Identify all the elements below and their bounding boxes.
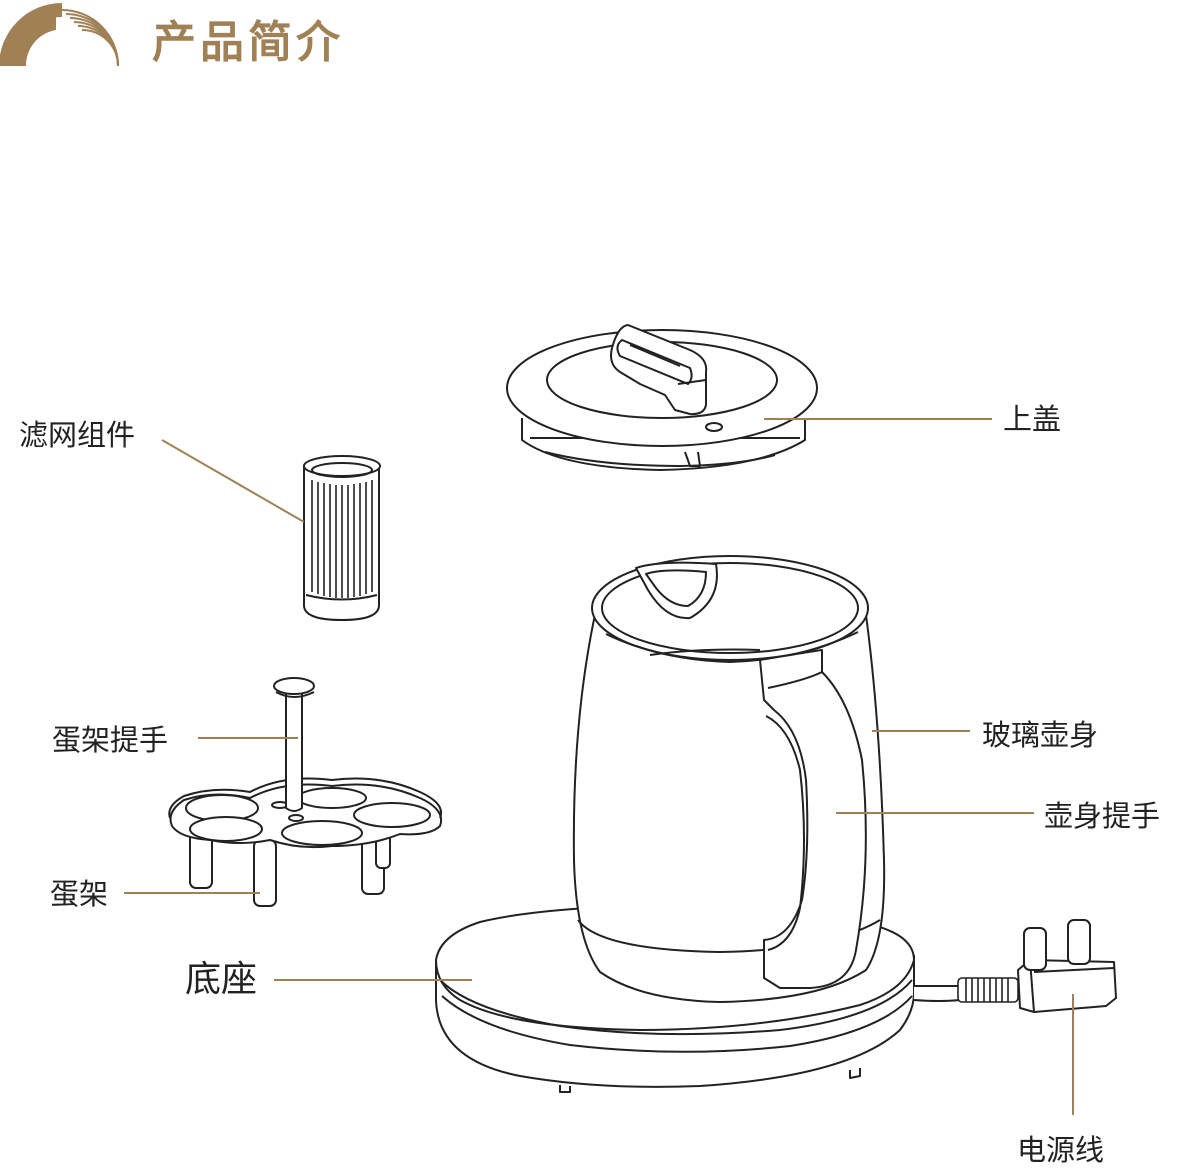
power-cord-illustration — [913, 919, 1117, 1013]
page-title: 产品简介 — [152, 17, 344, 68]
label-egg-rack-handle: 蛋架提手 — [52, 723, 169, 757]
filter-illustration — [303, 455, 381, 621]
label-egg-rack: 蛋架 — [50, 877, 109, 911]
label-lid: 上盖 — [1003, 402, 1062, 436]
leader-line-filter — [161, 439, 305, 523]
label-glass-body: 玻璃壶身 — [982, 718, 1099, 752]
label-body-handle: 壶身提手 — [1044, 799, 1161, 833]
lid-illustration — [506, 324, 818, 471]
label-base: 底座 — [185, 959, 258, 1000]
label-power-cord: 电源线 — [1017, 1133, 1105, 1167]
label-filter: 滤网组件 — [19, 418, 136, 452]
leader-lines — [124, 418, 1074, 1115]
egg-rack-illustration — [168, 677, 442, 907]
body-handle-illustration — [759, 649, 867, 989]
rainbow-arc-logo-icon — [0, 3, 119, 66]
